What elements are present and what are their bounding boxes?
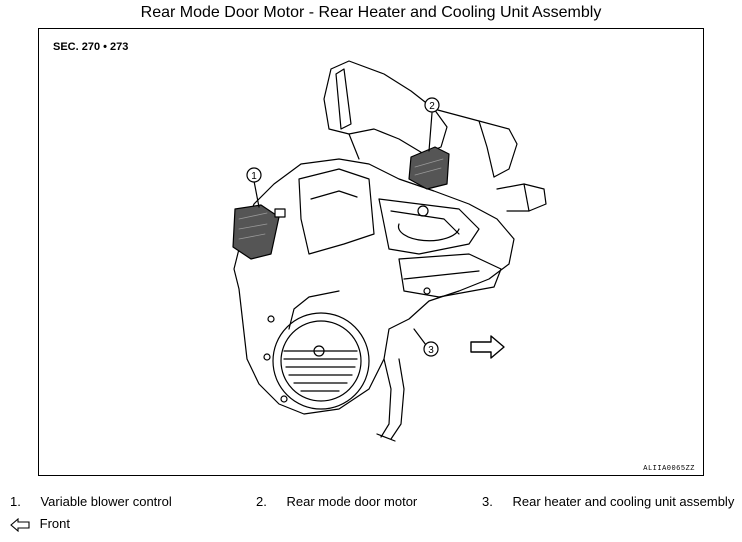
drain-hose xyxy=(380,358,405,440)
callout-2-circle xyxy=(424,97,440,113)
side-pipe xyxy=(496,183,547,212)
callout-3-circle xyxy=(423,341,439,357)
legend-text: Variable blower control xyxy=(40,494,172,509)
rear-mode-door-motor xyxy=(408,146,450,190)
figure-code: ALIIA0065ZZ xyxy=(643,465,695,473)
front-label: Front xyxy=(39,516,70,531)
legend-text: Rear mode door motor xyxy=(286,494,418,509)
callout-2: 2 xyxy=(429,101,435,112)
housing-outline xyxy=(233,158,515,415)
legend-number: 3. xyxy=(482,494,493,509)
legend-item-2: 2. Rear mode door motor xyxy=(256,494,417,509)
heater-unit-illustration: 1 2 3 xyxy=(232,60,547,442)
legend-number: 1. xyxy=(10,494,21,509)
front-legend: Front xyxy=(10,516,70,532)
legend-item-1: 1. Variable blower control xyxy=(10,494,172,509)
legend-number: 2. xyxy=(256,494,267,509)
legend-item-3: 3. Rear heater and cooling unit assembly xyxy=(482,494,734,509)
diagram-frame: SEC. 270 • 273 xyxy=(38,28,704,476)
page-title: Rear Mode Door Motor - Rear Heater and C… xyxy=(140,4,602,21)
section-reference: SEC. 270 • 273 xyxy=(53,41,129,53)
legend-text: Rear heater and cooling unit assembly xyxy=(512,494,735,509)
callout-3: 3 xyxy=(428,345,434,356)
callout-1: 1 xyxy=(251,171,257,182)
variable-blower-control xyxy=(232,204,280,260)
front-arrow-icon xyxy=(10,517,30,532)
callout-1-circle xyxy=(246,167,262,183)
blower-housing xyxy=(272,312,370,410)
front-direction-arrow xyxy=(470,335,505,359)
